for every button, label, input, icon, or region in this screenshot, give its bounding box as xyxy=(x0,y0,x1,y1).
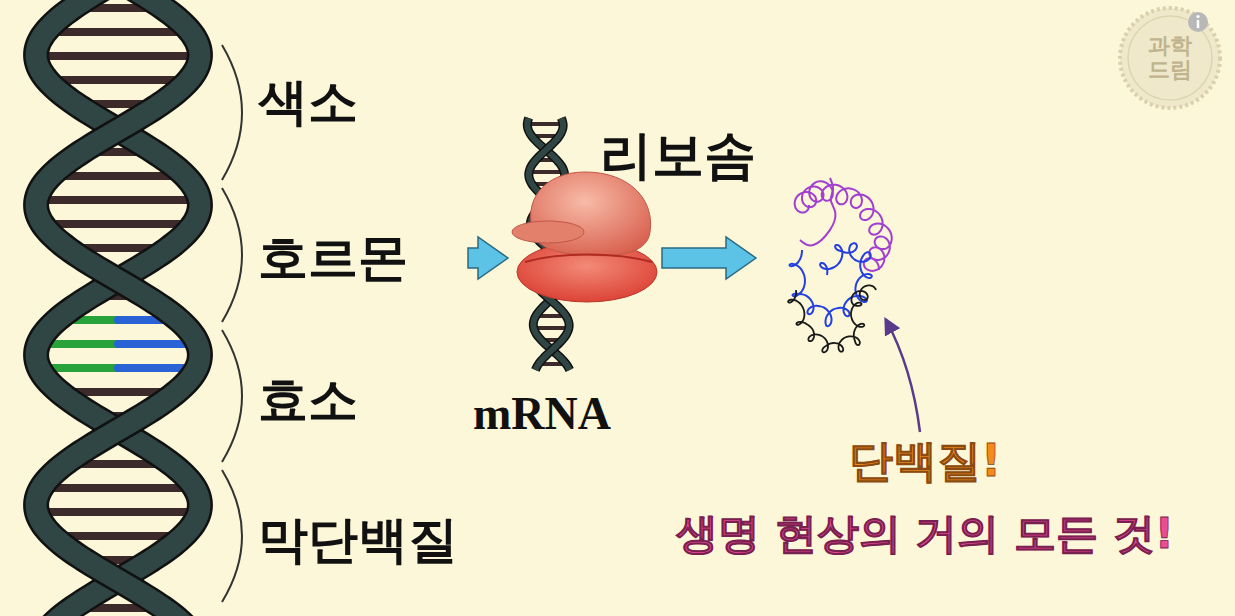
chain-segment xyxy=(788,285,876,352)
gene-product-label: 색소 xyxy=(258,72,358,132)
watermark-badge xyxy=(1120,8,1220,108)
bracket xyxy=(222,45,242,180)
subunit-groove xyxy=(525,255,652,263)
helix-segment xyxy=(790,243,872,326)
ribosome-node: 리보솜 xyxy=(512,128,792,388)
base-pair xyxy=(118,364,189,372)
gene-product-label: 막단백질 xyxy=(258,510,458,570)
base-pair xyxy=(47,364,118,372)
process-arrow xyxy=(468,237,508,279)
dna-strand-outline xyxy=(36,0,200,616)
subunit-lip xyxy=(512,221,584,243)
process-arrow xyxy=(662,237,756,279)
protein-fold xyxy=(788,178,892,352)
base-pair xyxy=(59,172,178,180)
dna-helix xyxy=(36,0,200,616)
gene-list: 색소호르몬효소막단백질 xyxy=(25,10,464,610)
organelle-label: 리보솜 xyxy=(600,124,756,186)
leader-arrow xyxy=(886,320,920,432)
base-pair xyxy=(44,52,192,60)
info-icon xyxy=(1188,12,1208,32)
bracket xyxy=(222,330,242,462)
bracket xyxy=(222,188,242,322)
gene-product-label: 효소 xyxy=(258,370,358,430)
dna-strand-outline xyxy=(36,0,200,616)
gene-product-label: 호르몬 xyxy=(258,228,408,288)
base-pair xyxy=(53,28,182,36)
base-pair xyxy=(45,508,191,516)
callout-note: 생명 현상의 거의 모든 것! xyxy=(676,510,1174,558)
base-pair xyxy=(527,122,563,126)
callout-title: 단백질! xyxy=(849,436,1001,487)
base-pair xyxy=(50,220,185,228)
base-pair xyxy=(49,484,187,492)
info-icon-dot xyxy=(1196,15,1199,18)
info-icon-bar xyxy=(1197,20,1200,28)
bracket xyxy=(222,470,242,602)
base-pair xyxy=(46,340,118,348)
helix-segment xyxy=(795,181,892,271)
strand-label: mRNA xyxy=(473,388,611,441)
chain-segment xyxy=(800,178,835,245)
base-pair xyxy=(44,196,191,204)
base-pair xyxy=(118,340,190,348)
ribosome xyxy=(512,172,657,302)
dna-strand xyxy=(36,0,200,616)
base-pair xyxy=(55,76,181,84)
dna-strand xyxy=(36,0,200,616)
base-pair xyxy=(61,532,176,540)
watermark: 과학 드림 xyxy=(1138,34,1202,82)
